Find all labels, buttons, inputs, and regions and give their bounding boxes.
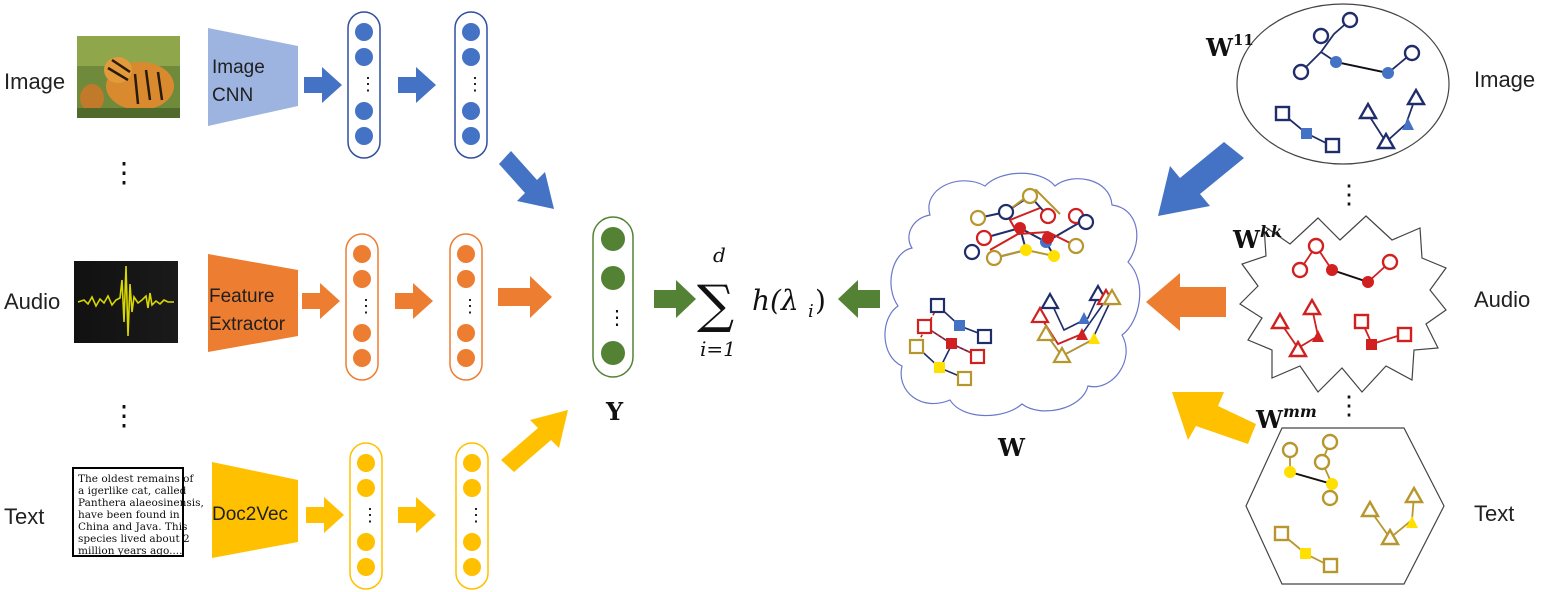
arrow-green-right (654, 280, 696, 318)
extractor-audio-line-2: Extractor (209, 314, 286, 335)
sum-formula: d ∑ i=1 h(λ i ) (697, 243, 826, 361)
arrow-text-to-y (501, 410, 568, 472)
vec-dots: ⋮ (359, 74, 377, 95)
ellipsis-left-2: ⋮ (110, 399, 138, 432)
fused-cluster-triangles (1030, 283, 1122, 364)
vec-dots: ⋮ (361, 505, 379, 526)
output-vector-y: ⋮ (592, 216, 634, 378)
arrow-image-2 (398, 67, 436, 103)
extractor-audio-line-1: Feature (209, 286, 274, 307)
sum-subscript: i (808, 301, 814, 322)
feature-extractor: Feature Extractor (208, 254, 298, 352)
text-snippet-line-7: million years ago.... (78, 545, 182, 557)
extractor-image-line-2: CNN (212, 85, 253, 106)
fused-cluster-squares (908, 297, 993, 387)
vec-dots: ⋮ (357, 296, 375, 317)
arrow-image-to-y (499, 151, 554, 209)
image-cnn-extractor: Image CNN (208, 28, 298, 126)
text-snippet-line-3: Panthera alaeosinensis, (78, 497, 204, 509)
arrow-audio-2 (395, 283, 433, 319)
text-snippet-line-2: a igerlike cat, called (78, 485, 187, 497)
graph-label-wmm: Wmm (1255, 402, 1317, 434)
right-label-image: Image (1474, 67, 1535, 92)
extractor-text-line-1: Doc2Vec (212, 504, 288, 525)
text-snippet-line-4: have been found in (78, 509, 180, 521)
text-snippet-line-1: The oldest remains of (78, 473, 194, 485)
right-label-audio: Audio (1474, 287, 1530, 312)
fused-cluster-circles (963, 187, 1095, 267)
arrow-image-1 (304, 67, 342, 103)
text-snippet-line-5: China and Java. This (78, 521, 187, 533)
input-label-text: Text (4, 504, 44, 529)
fused-graph-label: W (997, 433, 1026, 462)
input-label-audio: Audio (4, 289, 60, 314)
sum-close: ) (815, 284, 826, 317)
input-label-image: Image (4, 69, 65, 94)
audio-feature-vector-2: ⋮ (449, 233, 483, 381)
text-graph-wmm (1245, 427, 1445, 585)
image-graph-w11 (1236, 3, 1450, 165)
fused-graph-cloud (884, 172, 1141, 417)
text-snippet-box: The oldest remains of a igerlike cat, ca… (72, 467, 204, 557)
right-label-text: Text (1474, 501, 1514, 526)
text-feature-vector-1: ⋮ (349, 442, 383, 590)
vec-dots: ⋮ (461, 296, 479, 317)
arrow-audio-1 (302, 283, 340, 319)
ellipsis-right-1: ⋮ (1336, 180, 1362, 210)
arrow-green-left (838, 280, 880, 318)
vec-dots: ⋮ (466, 74, 484, 95)
sum-body: h(λ (752, 284, 799, 317)
arrow-image-graph-to-w (1158, 142, 1244, 216)
audio-graph-wkk (1239, 215, 1447, 393)
arrow-text-2 (398, 497, 436, 533)
output-label-y: Y (605, 397, 624, 426)
audio-feature-vector-1: ⋮ (345, 233, 379, 381)
doc2vec-extractor: Doc2Vec (212, 462, 298, 558)
arrow-audio-3 (498, 276, 552, 318)
graph-label-wkk: Wkk (1232, 222, 1282, 254)
sum-upper-limit: d (713, 243, 726, 267)
arrow-audio-graph-to-w (1146, 273, 1226, 331)
text-feature-vector-2: ⋮ (455, 442, 489, 590)
vec-dots: ⋮ (607, 305, 627, 329)
sum-sigma: ∑ (697, 275, 734, 335)
tiger-image-thumbnail (77, 36, 180, 118)
ellipsis-left-1: ⋮ (110, 156, 138, 189)
image-feature-vector-2: ⋮ (454, 11, 488, 159)
sum-lower-limit: i=1 (700, 337, 736, 361)
audio-waveform-thumbnail (74, 261, 178, 343)
text-snippet-line-6: species lived about 2 (78, 533, 190, 545)
ellipsis-right-2: ⋮ (1336, 391, 1362, 421)
image-feature-vector-1: ⋮ (347, 11, 381, 159)
arrows-right (1146, 142, 1256, 444)
graph-label-w11: W11 (1205, 31, 1254, 62)
arrow-text-graph-to-w (1172, 392, 1256, 444)
arrow-text-1 (306, 497, 344, 533)
vec-dots: ⋮ (467, 505, 485, 526)
arrows-left (302, 67, 880, 533)
extractor-image-line-1: Image (212, 57, 265, 78)
